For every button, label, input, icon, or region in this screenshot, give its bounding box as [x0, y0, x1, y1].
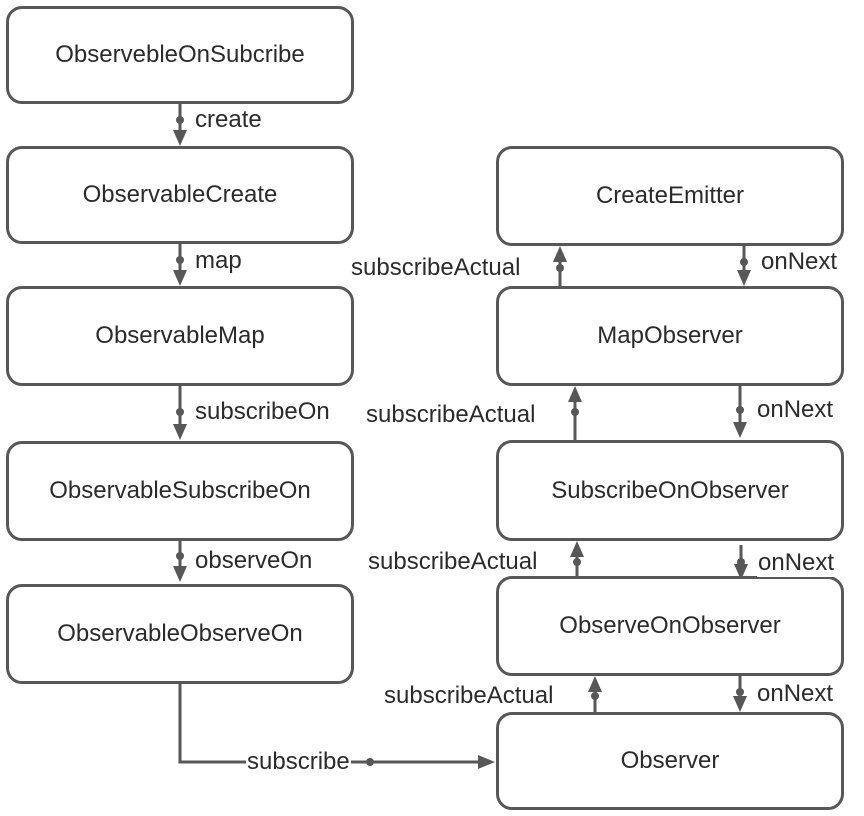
edge-subscribeactual-2-arrow	[568, 386, 582, 440]
node-label: CreateEmitter	[595, 182, 745, 209]
edge-onnext-2-arrow	[733, 386, 747, 438]
node-label: ObservableCreate	[82, 181, 278, 208]
edge-onnext-4-arrow	[733, 676, 747, 712]
node-observeble-on-subcribe: ObservebleOnSubcribe	[6, 6, 354, 104]
edge-label-subscribe-actual-4: subscribeActual	[383, 682, 555, 710]
node-label: Observer	[620, 747, 720, 774]
edge-label-subscribe-actual-3: subscribeActual	[367, 548, 539, 576]
node-subscribe-on-observer: SubscribeOnObserver	[496, 440, 844, 541]
edge-label-map: map	[194, 247, 243, 275]
node-observable-observe-on: ObservableObserveOn	[6, 584, 354, 684]
node-observable-map: ObservableMap	[6, 286, 354, 386]
node-observe-on-observer: ObserveOnObserver	[496, 576, 844, 676]
node-label: ObservableSubscribeOn	[49, 477, 311, 504]
edge-subscribeactual-3-arrow	[570, 541, 584, 576]
node-label: ObserveOnObserver	[559, 612, 781, 639]
edge-subscribe-arrow	[178, 684, 495, 769]
node-label: ObservableObserveOn	[57, 620, 303, 647]
node-label: ObservebleOnSubcribe	[55, 41, 305, 68]
edge-label-on-next-2: onNext	[756, 396, 835, 424]
edge-create-arrow	[173, 104, 187, 146]
node-map-observer: MapObserver	[496, 286, 844, 386]
node-label: SubscribeOnObserver	[551, 476, 789, 504]
edge-onnext-3-arrow	[734, 545, 748, 580]
edge-subscribeon-arrow	[173, 386, 187, 440]
edge-label-observe-on: observeOn	[194, 547, 314, 575]
node-observable-subscribe-on: ObservableSubscribeOn	[6, 441, 354, 541]
edge-map-arrow	[173, 244, 187, 286]
edge-observeon-arrow	[173, 541, 187, 582]
edge-subscribeactual-1-arrow	[553, 246, 567, 286]
edge-label-on-next-3: onNext	[757, 549, 836, 577]
edge-label-subscribe-on: subscribeOn	[194, 398, 331, 426]
edge-subscribeactual-4-arrow	[588, 676, 602, 712]
edge-label-on-next-4: onNext	[756, 680, 835, 708]
edge-label-subscribe: subscribe	[246, 748, 351, 776]
edge-label-create: create	[194, 106, 263, 134]
edge-label-subscribe-actual-1: subscribeActual	[350, 254, 522, 282]
edge-label-on-next-1: onNext	[760, 248, 839, 276]
node-create-emitter: CreateEmitter	[496, 146, 844, 246]
edge-onnext-1-arrow	[737, 246, 751, 286]
node-observable-create: ObservableCreate	[6, 146, 354, 244]
node-label: MapObserver	[597, 322, 743, 349]
node-label: ObservableMap	[95, 322, 265, 349]
node-observer: Observer	[496, 712, 844, 810]
edge-label-subscribe-actual-2: subscribeActual	[365, 401, 537, 429]
